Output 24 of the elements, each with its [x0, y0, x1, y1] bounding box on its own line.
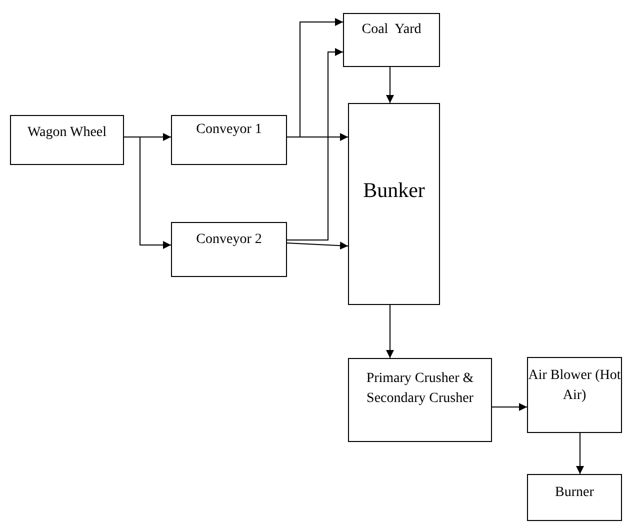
box-label: Primary Crusher & Secondary Crusher	[365, 370, 475, 408]
box-label: Air Blower (Hot Air)	[528, 367, 621, 406]
arrow	[124, 136, 172, 249]
box-label: Wagon Wheel	[27, 125, 107, 142]
process-box	[527, 357, 622, 433]
box-label: Conveyor 1	[196, 122, 262, 139]
arrow	[286, 242, 348, 250]
arrow	[286, 133, 348, 141]
arrow	[576, 432, 584, 474]
process-box	[348, 103, 440, 305]
process-box	[171, 115, 287, 165]
arrow	[386, 304, 394, 358]
process-box	[527, 474, 622, 521]
arrow	[386, 66, 394, 104]
process-box	[343, 13, 440, 67]
process-box	[171, 222, 287, 277]
arrow	[286, 48, 344, 240]
box-label: Conveyor 2	[196, 232, 262, 249]
box-label: Bunker	[363, 178, 425, 204]
process-box	[10, 115, 124, 165]
process-box	[348, 358, 492, 442]
arrow	[492, 403, 528, 411]
box-label: Coal Yard	[362, 22, 422, 39]
box-label: Burner	[555, 485, 594, 502]
